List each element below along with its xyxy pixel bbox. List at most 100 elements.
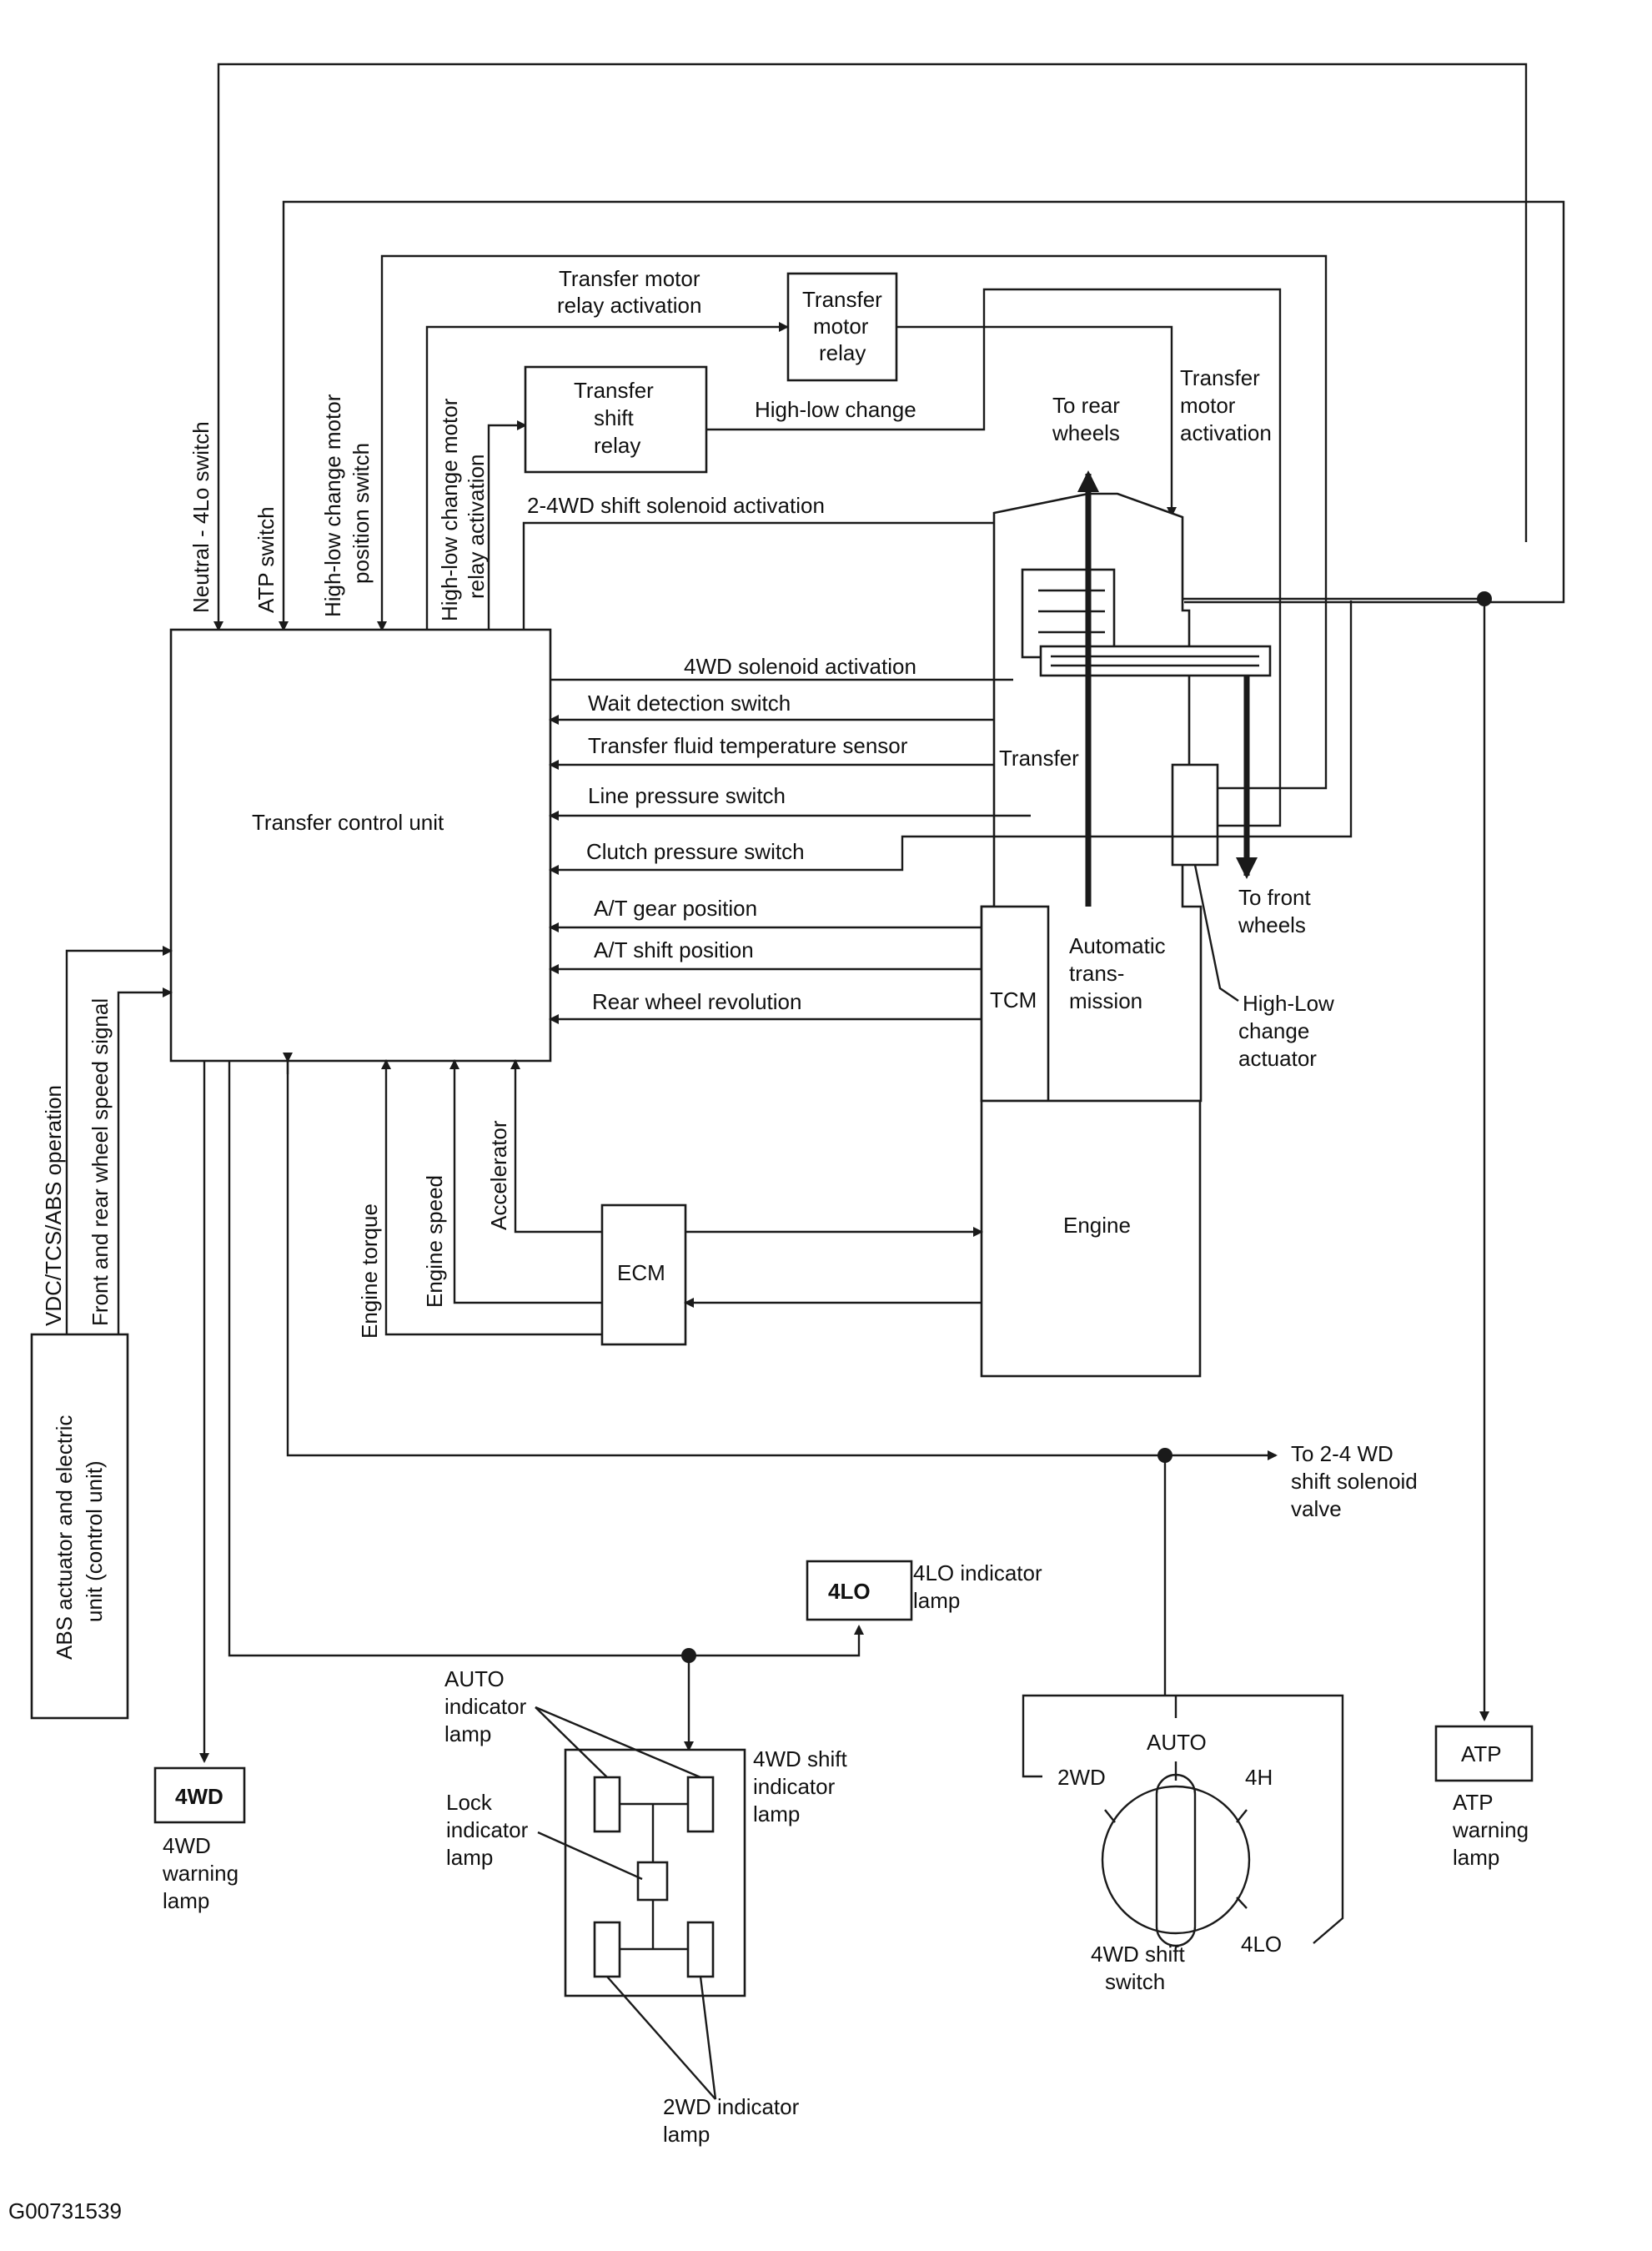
transfer-motor-relay-label-2: motor (813, 314, 869, 339)
engine-label: Engine (1063, 1213, 1131, 1238)
abs-unit-label-2: unit (control unit) (82, 1460, 107, 1622)
atp-lamp-label-2: warning (1452, 1817, 1529, 1842)
hl-actuator-label-2: change (1238, 1018, 1309, 1043)
switch-4h-label: 4H (1245, 1765, 1273, 1790)
high-low-change-label: High-low change (755, 397, 916, 422)
transfer-shift-relay-box (524, 365, 708, 474)
lock-indicator-label-2: indicator (446, 1817, 529, 1842)
shift-switch-label-2: switch (1105, 1969, 1165, 1994)
automatic-transmission-label-2: trans- (1069, 961, 1124, 986)
transfer-motor-activation-label-1: Transfer (1180, 365, 1260, 390)
accelerator-line (510, 1059, 602, 1234)
to-24wd-label-3: valve (1291, 1496, 1342, 1521)
actuator-pointer (1193, 864, 1239, 1002)
lock-indicator-label-3: lamp (446, 1845, 493, 1870)
wd2-indicator-label-1: 2WD indicator (663, 2094, 800, 2119)
to-rear-wheels-label-2: wheels (1052, 420, 1120, 445)
neutral-4lo-switch-label: Neutral - 4Lo switch (188, 421, 213, 613)
transfer-shift-relay-label-2: shift (594, 405, 634, 430)
high-low-position-label-1: High-low change motor (320, 394, 345, 617)
figure-id-label: G00731539 (8, 2198, 122, 2223)
high-low-change-line (706, 288, 1282, 827)
transfer-motor-activation-label-2: motor (1180, 393, 1236, 418)
shift-indicator-label-1: 4WD shift (753, 1746, 847, 1771)
high-low-relay-activation-line (487, 420, 527, 630)
engine-box (980, 1099, 1202, 1378)
at-gear-label: A/T gear position (594, 896, 757, 921)
transfer-motor-relay-label-3: relay (819, 340, 866, 365)
wheel-speed-line (117, 987, 173, 1334)
to-24wd-label-1: To 2-4 WD (1291, 1441, 1393, 1466)
atp-box-label: ATP (1461, 1741, 1502, 1766)
engine-torque-label: Engine torque (357, 1203, 382, 1339)
to-24wd-label-2: shift solenoid (1291, 1469, 1418, 1494)
lamp-4wd-label-2: warning (162, 1861, 239, 1886)
lamp-4wd-label-3: lamp (163, 1888, 209, 1913)
engine-torque-line (381, 1059, 602, 1336)
atp-switch-label: ATP switch (254, 506, 279, 613)
solenoid-valve-bus (283, 1053, 1278, 1696)
lamp-4wd-box (153, 1766, 246, 1824)
transfer-shift-relay-label-1: Transfer (574, 378, 654, 403)
tcm-box (980, 905, 1050, 1103)
neutral-4lo-switch-line (213, 63, 1528, 631)
wait-detection-label: Wait detection switch (588, 691, 791, 716)
engine-speed-line (449, 1059, 602, 1304)
hl-actuator-label-1: High-Low (1243, 991, 1334, 1016)
lamp-4wd-box-label: 4WD (175, 1784, 223, 1809)
lamp-4lo-label-1: 4LO indicator (913, 1560, 1042, 1585)
line-pressure-label: Line pressure switch (588, 783, 786, 808)
shift-indicator-panel (535, 1706, 746, 2100)
clutch-pressure-line (549, 600, 1353, 875)
labels-group: Neutral - 4Lo switch ATP switch High-low… (8, 266, 1529, 2223)
transfer-motor-relay-label-1: Transfer (802, 287, 882, 312)
switch-2wd-label: 2WD (1057, 1765, 1106, 1790)
atp-lamp-line (1183, 591, 1492, 1721)
fluid-temp-label: Transfer fluid temperature sensor (588, 733, 908, 758)
high-low-relay-label-1: High-low change motor (437, 398, 462, 621)
lamp-bus (199, 1061, 864, 1763)
at-shift-label: A/T shift position (594, 937, 754, 962)
transfer-motor-activation-label-3: activation (1180, 420, 1272, 445)
to-rear-wheels-label-1: To rear (1052, 393, 1120, 418)
clutch-pressure-label: Clutch pressure switch (586, 839, 805, 864)
switch-4lo-label: 4LO (1241, 1932, 1282, 1957)
lamp-4lo-box-label: 4LO (828, 1579, 871, 1604)
ecm-box (600, 1203, 687, 1346)
to-front-wheels-label-1: To front (1238, 885, 1311, 910)
transfer-motor-relay-box (786, 272, 898, 382)
transfer-shift-relay-label-3: relay (594, 433, 640, 458)
transfer-motor-relay-activation-label-2: relay activation (557, 293, 701, 318)
abs-unit-label-1: ABS actuator and electric (52, 1415, 77, 1660)
atp-lamp-box (1434, 1725, 1534, 1782)
shift-switch (1022, 1694, 1344, 1947)
transfer-label: Transfer (999, 746, 1079, 771)
wd2-indicator-label-2: lamp (663, 2122, 710, 2147)
accelerator-label: Accelerator (486, 1120, 511, 1230)
auto-indicator-label-3: lamp (444, 1721, 491, 1746)
lamp-4lo-box (806, 1560, 913, 1621)
wd4-solenoid-activation-label: 4WD solenoid activation (684, 654, 916, 679)
high-low-position-label-2: position switch (349, 443, 374, 584)
hl-actuator-label-3: actuator (1238, 1046, 1317, 1071)
shift-switch-label-1: 4WD shift (1091, 1942, 1185, 1967)
transfer-motor-relay-activation-label-1: Transfer motor (559, 266, 700, 291)
vdc-tcs-abs-line (65, 946, 173, 1334)
shift-indicator-label-2: indicator (753, 1774, 836, 1799)
high-low-relay-label-2: relay activation (464, 455, 489, 599)
engine-speed-label: Engine speed (422, 1175, 447, 1308)
rear-wheel-rev-label: Rear wheel revolution (592, 989, 801, 1014)
atp-lamp-label-1: ATP (1453, 1790, 1494, 1815)
transfer-control-unit-box (169, 628, 552, 1063)
vdc-tcs-abs-label: VDC/TCS/ABS operation (41, 1085, 66, 1326)
atp-lamp-label-3: lamp (1453, 1845, 1499, 1870)
automatic-transmission-label-1: Automatic (1069, 933, 1166, 958)
lock-indicator-label-1: Lock (446, 1790, 493, 1815)
switch-auto-label: AUTO (1147, 1730, 1207, 1755)
auto-indicator-label-1: AUTO (444, 1666, 505, 1691)
tcu-label: Transfer control unit (252, 810, 444, 835)
high-low-position-switch-line (377, 254, 1328, 790)
wheel-speed-label: Front and rear wheel speed signal (88, 998, 113, 1326)
abs-unit-box (30, 1333, 129, 1720)
